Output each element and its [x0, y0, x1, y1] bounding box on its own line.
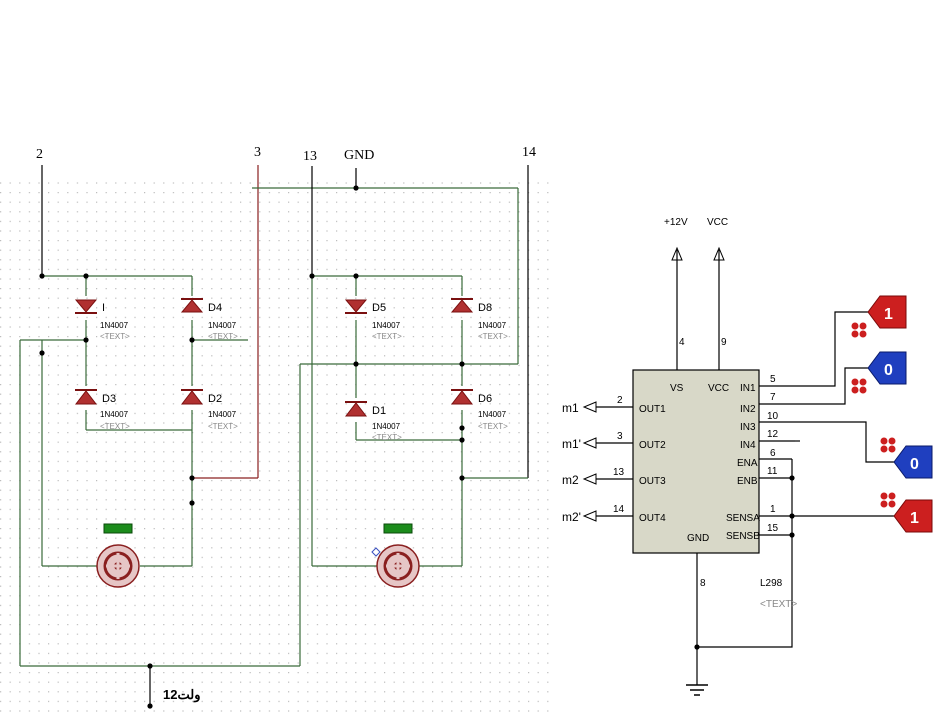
svg-text:<TEXT>: <TEXT>	[478, 332, 508, 341]
svg-text:IN2: IN2	[740, 404, 756, 415]
svg-text:SENSA: SENSA	[726, 513, 760, 524]
svg-text:SENSB: SENSB	[726, 531, 760, 542]
svg-text:<TEXT>: <TEXT>	[100, 422, 130, 431]
diode-d5[interactable]: D5 1N4007 <TEXT>	[344, 299, 402, 341]
diode-d4[interactable]: D4 1N4007 <TEXT>	[180, 298, 238, 341]
svg-text:OUT3: OUT3	[639, 476, 666, 487]
net-label-2: 2	[36, 147, 43, 162]
svg-text:<TEXT>: <TEXT>	[478, 422, 508, 431]
schematic-grid	[0, 180, 552, 716]
l298-input-pins: 5 7 10 12 6 11 1 15	[759, 374, 795, 536]
svg-text:VCC: VCC	[707, 217, 728, 228]
logic-wiring: 8	[694, 311, 894, 685]
ic-name-label: L298	[760, 578, 783, 589]
motor-left[interactable]	[96, 523, 140, 588]
svg-text:1N4007: 1N4007	[208, 321, 237, 330]
svg-text:6: 6	[770, 448, 776, 459]
svg-text:1N4007: 1N4007	[100, 321, 129, 330]
svg-text:10: 10	[767, 411, 779, 422]
svg-text:IN3: IN3	[740, 422, 756, 433]
svg-text:OUT2: OUT2	[639, 440, 666, 451]
svg-text:7: 7	[770, 392, 776, 403]
svg-text:+12V: +12V	[664, 217, 688, 228]
logic-state-1[interactable]: 1	[851, 295, 907, 338]
svg-text:VS: VS	[670, 383, 684, 394]
supply-label: 12ولت	[163, 687, 200, 703]
diode-d1[interactable]: D1 1N4007 <TEXT>	[344, 401, 402, 442]
ic-text-label: <TEXT>	[760, 599, 797, 610]
output-m1-prime: m1'	[562, 437, 581, 451]
svg-text:D6: D6	[478, 393, 492, 405]
net-label-gnd: GND	[344, 148, 374, 163]
diode-i[interactable]: I 1N4007 <TEXT>	[74, 299, 130, 341]
svg-text:<TEXT>: <TEXT>	[372, 332, 402, 341]
svg-text:D1: D1	[372, 405, 386, 417]
output-m2: m2	[562, 473, 579, 487]
svg-text:IN1: IN1	[740, 383, 756, 394]
logic-state-4[interactable]: 1	[880, 492, 933, 533]
svg-text:D8: D8	[478, 302, 492, 314]
logic-state-2[interactable]: 0	[851, 351, 907, 394]
svg-text:VCC: VCC	[708, 383, 729, 394]
diode-d3[interactable]: D3 1N4007 <TEXT>	[74, 389, 130, 431]
svg-text:1N4007: 1N4007	[478, 410, 507, 419]
svg-text:<TEXT>: <TEXT>	[208, 332, 238, 341]
right-bridge-junctions	[309, 185, 465, 481]
svg-text:1N4007: 1N4007	[372, 422, 401, 431]
svg-text:D3: D3	[102, 393, 116, 405]
output-m1: m1	[562, 401, 579, 415]
diode-d6[interactable]: D6 1N4007 <TEXT>	[450, 389, 508, 431]
net-label-13: 13	[303, 149, 317, 164]
right-bridge-wires	[252, 165, 529, 567]
svg-text:<TEXT>: <TEXT>	[208, 422, 238, 431]
svg-text:<TEXT>: <TEXT>	[372, 433, 402, 442]
svg-text:12: 12	[767, 429, 779, 440]
svg-text:14: 14	[613, 504, 625, 515]
svg-text:1N4007: 1N4007	[100, 410, 129, 419]
svg-text:15: 15	[767, 523, 779, 534]
diode-d8[interactable]: D8 1N4007 <TEXT>	[450, 298, 508, 341]
l298-power-rails: +12V VCC 4 9	[664, 217, 728, 370]
svg-text:1: 1	[770, 504, 776, 515]
svg-text:I: I	[102, 302, 105, 314]
svg-text:5: 5	[770, 374, 776, 385]
svg-text:OUT1: OUT1	[639, 404, 666, 415]
svg-text:1N4007: 1N4007	[208, 410, 237, 419]
svg-text:D2: D2	[208, 393, 222, 405]
l298-ic[interactable]: VS VCC OUT1 OUT2 OUT3 OUT4 IN1 IN2 IN3 I…	[632, 369, 760, 554]
svg-text:OUT4: OUT4	[639, 513, 666, 524]
svg-text:1N4007: 1N4007	[478, 321, 507, 330]
svg-text:4: 4	[679, 337, 685, 348]
motor-right[interactable]	[371, 523, 420, 588]
svg-text:<TEXT>: <TEXT>	[100, 332, 130, 341]
svg-text:9: 9	[721, 337, 727, 348]
l298-output-pins: 2 3 13 14	[582, 395, 633, 522]
svg-text:2: 2	[617, 395, 623, 406]
svg-text:8: 8	[700, 578, 706, 589]
svg-text:ENA: ENA	[737, 458, 758, 469]
diode-d2[interactable]: D2 1N4007 <TEXT>	[180, 389, 238, 431]
svg-text:0: 0	[910, 456, 919, 473]
svg-text:GND: GND	[687, 533, 709, 544]
left-bridge-junctions	[39, 273, 195, 709]
svg-text:ENB: ENB	[737, 476, 758, 487]
net-label-14: 14	[522, 145, 536, 160]
svg-text:1: 1	[910, 510, 919, 527]
svg-text:1N4007: 1N4007	[372, 321, 401, 330]
svg-text:1: 1	[884, 306, 893, 323]
ground-symbol	[686, 684, 708, 696]
svg-text:D5: D5	[372, 302, 386, 314]
logic-state-3[interactable]: 0	[880, 437, 933, 479]
net-label-3: 3	[254, 145, 261, 160]
svg-text:D4: D4	[208, 302, 222, 314]
svg-text:IN4: IN4	[740, 440, 756, 451]
svg-text:3: 3	[617, 431, 623, 442]
svg-text:11: 11	[767, 466, 778, 477]
output-m2-prime: m2'	[562, 510, 581, 524]
svg-text:0: 0	[884, 362, 893, 379]
svg-text:13: 13	[613, 467, 625, 478]
left-bridge-wires	[19, 165, 301, 706]
